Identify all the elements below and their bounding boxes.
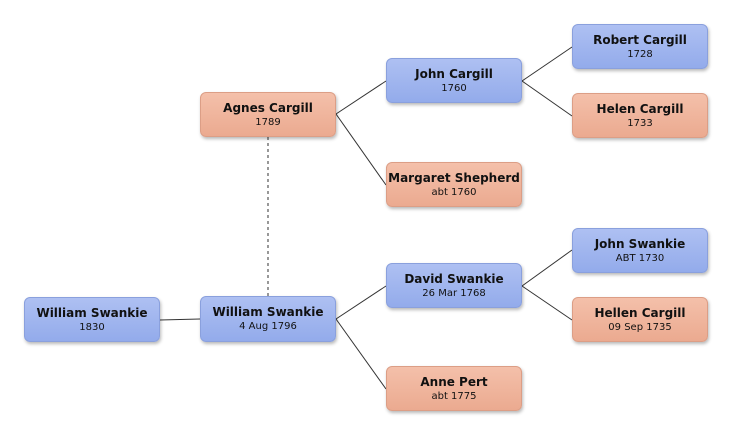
person-name: William Swankie xyxy=(212,305,324,319)
link-david-to-hellen xyxy=(521,285,573,321)
person-name: Margaret Shepherd xyxy=(388,170,520,185)
person-name: David Swankie xyxy=(404,271,504,286)
person-card-john-swankie[interactable]: John Swankie ABT 1730 xyxy=(572,228,708,273)
person-card-william-swankie-1830[interactable]: William Swankie 1830 xyxy=(24,297,160,342)
person-card-agnes-cargill[interactable]: Agnes Cargill 1789 xyxy=(200,92,336,137)
person-name: John Cargill xyxy=(415,66,493,81)
person-date: ABT 1730 xyxy=(615,252,665,264)
person-date: 1830 xyxy=(79,321,105,333)
person-name: John Swankie xyxy=(594,236,686,251)
link-john-cargill-to-helen xyxy=(521,80,573,117)
person-card-john-cargill[interactable]: John Cargill 1760 xyxy=(386,58,522,103)
person-date: abt 1775 xyxy=(431,390,477,402)
person-name: Helen Cargill xyxy=(596,101,684,116)
link-william-1796-to-david xyxy=(335,285,387,320)
person-card-margaret-shepherd[interactable]: Margaret Shepherd abt 1760 xyxy=(386,162,522,207)
person-card-helen-cargill[interactable]: Helen Cargill 1733 xyxy=(572,93,708,138)
person-date: 1760 xyxy=(441,82,467,94)
person-card-anne-pert[interactable]: Anne Pert abt 1775 xyxy=(386,366,522,411)
person-card-robert-cargill[interactable]: Robert Cargill 1728 xyxy=(572,24,708,69)
link-david-to-john-swankie xyxy=(521,249,573,287)
link-john-cargill-to-robert xyxy=(521,46,573,82)
link-william-1796-to-anne xyxy=(335,318,387,390)
person-card-david-swankie[interactable]: David Swankie 26 Mar 1768 xyxy=(386,263,522,308)
person-name: Agnes Cargill xyxy=(223,100,313,115)
link-agnes-to-margaret xyxy=(335,113,387,186)
person-date: 4 Aug 1796 xyxy=(239,321,297,332)
person-date: 1728 xyxy=(627,48,653,60)
person-name: Robert Cargill xyxy=(593,32,687,47)
person-card-william-swankie-1796[interactable]: William Swankie 4 Aug 1796 xyxy=(200,296,336,342)
person-date: 1733 xyxy=(627,117,653,129)
person-date: 09 Sep 1735 xyxy=(608,321,672,333)
person-card-hellen-cargill[interactable]: Hellen Cargill 09 Sep 1735 xyxy=(572,297,708,342)
link-william-1830-to-william-1796 xyxy=(159,318,201,321)
person-name: Hellen Cargill xyxy=(594,305,686,320)
person-date: 1789 xyxy=(255,116,281,128)
person-date: abt 1760 xyxy=(431,186,477,198)
person-name: Anne Pert xyxy=(420,374,488,389)
link-agnes-to-john-cargill xyxy=(335,80,387,115)
person-name: William Swankie xyxy=(36,305,148,320)
person-date: 26 Mar 1768 xyxy=(422,287,486,299)
